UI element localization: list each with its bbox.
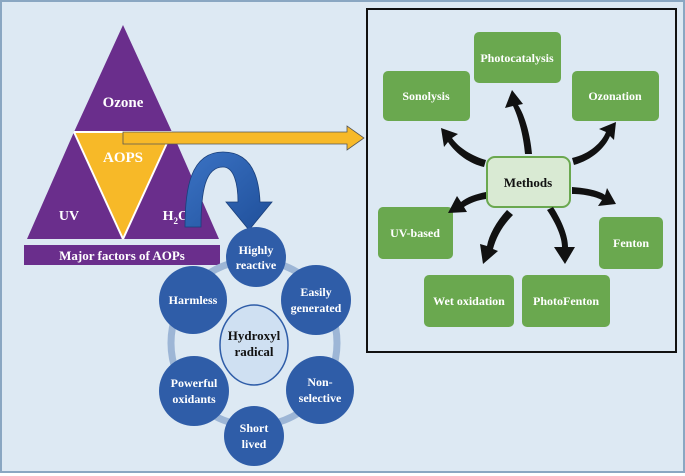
triangle-left-segment bbox=[27, 132, 123, 239]
triangle-left-label: UV bbox=[59, 209, 79, 224]
methods-panel: Methods Photocatalysis Ozonation Fenton … bbox=[366, 8, 677, 353]
method-label: Photocatalysis bbox=[480, 51, 554, 65]
method-label: Wet oxidation bbox=[433, 294, 505, 308]
method-photofenton: PhotoFenton bbox=[522, 275, 610, 327]
triangle-top-segment bbox=[74, 25, 172, 132]
property-line1: Harmless bbox=[169, 293, 218, 307]
method-uv-based: UV-based bbox=[378, 207, 453, 259]
method-box bbox=[383, 71, 470, 121]
property-circle bbox=[286, 356, 354, 424]
hydroxyl-center-line2: radical bbox=[235, 344, 274, 359]
method-box bbox=[474, 32, 561, 83]
method-box bbox=[522, 275, 610, 327]
method-label: UV-based bbox=[390, 226, 440, 240]
property-line1: Non- bbox=[307, 375, 332, 389]
triangle-divider bbox=[122, 131, 173, 240]
property-line1: Short bbox=[240, 421, 269, 435]
arrow-to-uv-based bbox=[448, 192, 486, 213]
property-line2: reactive bbox=[236, 258, 277, 272]
property-line2: selective bbox=[299, 391, 342, 405]
property-circle bbox=[159, 266, 227, 334]
property-line1: Powerful bbox=[171, 376, 218, 390]
arrow-to-ozonation bbox=[572, 122, 616, 165]
method-photocatalysis: Photocatalysis bbox=[474, 32, 561, 83]
hydroxyl-center-circle bbox=[219, 304, 289, 386]
method-box bbox=[424, 275, 514, 327]
triangle-top-label: Ozone bbox=[103, 95, 144, 111]
method-label: Fenton bbox=[613, 236, 649, 250]
property-non-selective: Non- selective bbox=[286, 356, 354, 424]
property-circle bbox=[281, 265, 351, 335]
methods-center-label: Methods bbox=[504, 175, 552, 190]
method-box bbox=[572, 71, 659, 121]
method-fenton: Fenton bbox=[599, 217, 663, 269]
property-short-lived: Short lived bbox=[224, 406, 284, 466]
hydroxyl-cluster: Hydroxyl radical Highly reactive Easily … bbox=[159, 227, 354, 466]
yellow-arrow bbox=[122, 125, 365, 151]
property-powerful-oxidants: Powerful oxidants bbox=[159, 356, 229, 426]
hydroxyl-center-line1: Hydroxyl bbox=[228, 328, 281, 343]
property-circle bbox=[226, 227, 286, 287]
method-label: PhotoFenton bbox=[533, 294, 599, 308]
arrow-to-wet-oxidation bbox=[480, 210, 513, 264]
arrow-to-fenton bbox=[572, 187, 616, 206]
arrow-to-photofenton bbox=[547, 207, 575, 264]
base-caption-text: Major factors of AOPs bbox=[59, 248, 185, 263]
method-sonolysis: Sonolysis bbox=[383, 71, 470, 121]
arrow-to-sonolysis bbox=[441, 128, 486, 167]
property-circle bbox=[159, 356, 229, 426]
arrow-to-photocatalysis bbox=[505, 90, 532, 154]
property-line1: Highly bbox=[239, 243, 274, 257]
property-highly-reactive: Highly reactive bbox=[226, 227, 286, 287]
method-wet-oxidation: Wet oxidation bbox=[424, 275, 514, 327]
triangle-center-segment bbox=[74, 132, 172, 239]
method-ozonation: Ozonation bbox=[572, 71, 659, 121]
method-box bbox=[599, 217, 663, 269]
base-caption-bar bbox=[24, 245, 220, 265]
triangle-divider bbox=[73, 131, 124, 240]
property-harmless: Harmless bbox=[159, 266, 227, 334]
triangle-center-label: AOPS bbox=[103, 150, 143, 166]
method-label: Sonolysis bbox=[402, 89, 450, 103]
method-label: Ozonation bbox=[588, 89, 642, 103]
diagram-svg: Ozone AOPS UV H2O2 Major factors of AOPs… bbox=[24, 8, 677, 466]
blue-curved-arrow bbox=[184, 151, 273, 231]
property-easily-generated: Easily generated bbox=[281, 265, 351, 335]
property-line2: generated bbox=[291, 301, 342, 315]
property-line2: lived bbox=[242, 437, 267, 451]
aop-factors-triangle: Ozone AOPS UV H2O2 Major factors of AOPs bbox=[24, 25, 220, 265]
property-circle bbox=[224, 406, 284, 466]
method-box bbox=[378, 207, 453, 259]
property-line2: oxidants bbox=[172, 392, 216, 406]
methods-center-box bbox=[486, 156, 571, 208]
method-arrows bbox=[441, 90, 616, 264]
property-line1: Easily bbox=[300, 285, 331, 299]
